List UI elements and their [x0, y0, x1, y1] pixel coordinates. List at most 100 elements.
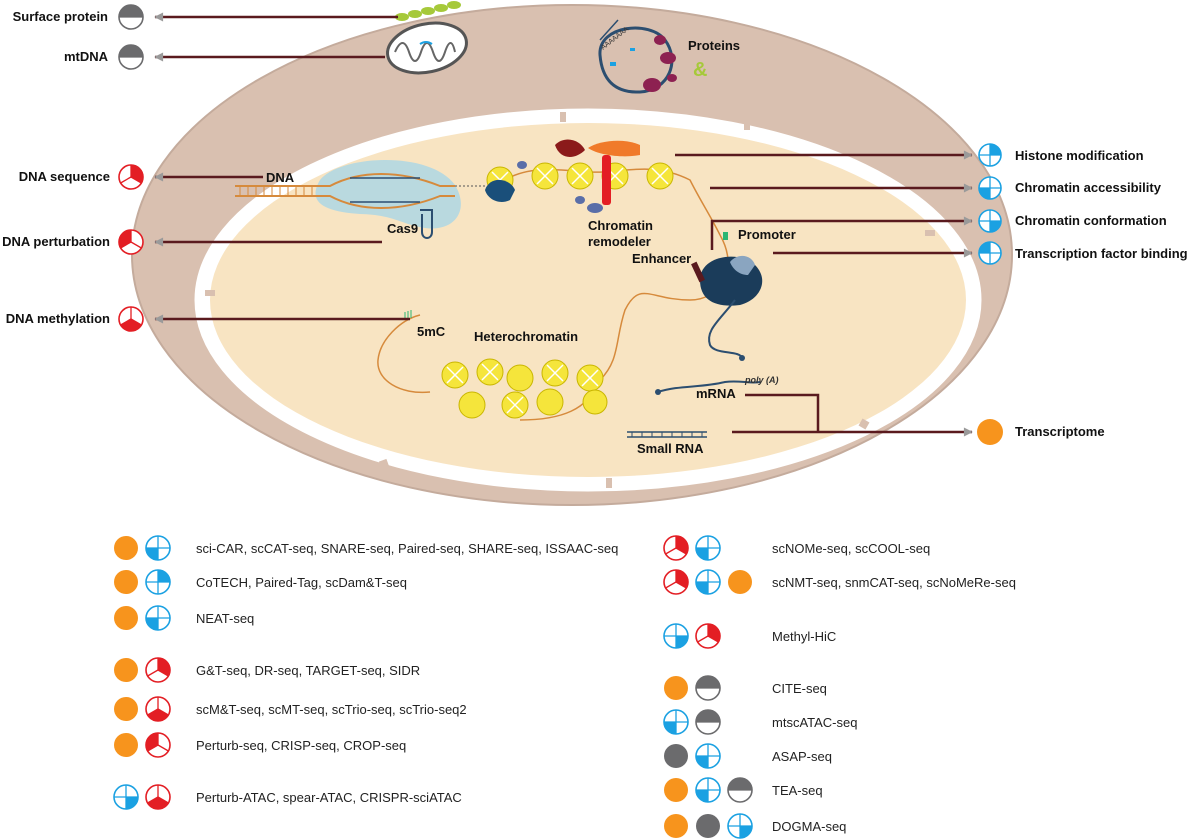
- transcriptome-icon: [728, 570, 752, 594]
- small-rna-label: Small RNA: [637, 441, 704, 456]
- transcriptome-icon: [664, 778, 688, 802]
- legend-right-label: ASAP-seq: [772, 749, 832, 764]
- legend-right-label: scNOMe-seq, scCOOL-seq: [772, 541, 930, 556]
- legend-right-label: scNMT-seq, snmCAT-seq, scNoMeRe-seq: [772, 575, 1016, 590]
- legend-right-row: mtscATAC-seq: [663, 709, 857, 735]
- rna-molecules: [627, 380, 761, 438]
- chromatin-remodeler-label-1: Chromatin: [588, 218, 653, 233]
- dna-perturbation-label: DNA perturbation: [2, 234, 110, 249]
- chromatin-accessibility-label: Chromatin accessibility: [1015, 180, 1162, 195]
- transcriptome-icon: [664, 814, 688, 838]
- dna-perturbation-icon: [145, 732, 171, 758]
- legend-left-label: Perturb-ATAC, spear-ATAC, CRISPR-sciATAC: [196, 790, 462, 805]
- legend-right-row: TEA-seq: [664, 777, 823, 803]
- dna-label: DNA: [266, 170, 295, 185]
- left-labels: Surface protein mtDNA DNA sequence DNA p…: [2, 9, 110, 326]
- surface-protein-label: Surface protein: [13, 9, 108, 24]
- chromatin-conformation-icon: [727, 813, 753, 839]
- legend-right-label: Methyl-HiC: [772, 629, 836, 644]
- transcriptome-icon: [114, 606, 138, 630]
- right-labels: Histone modification Chromatin accessibi…: [1015, 148, 1188, 439]
- legend-left-label: CoTECH, Paired-Tag, scDam&T-seq: [196, 575, 407, 590]
- legend-right-label: mtscATAC-seq: [772, 715, 857, 730]
- legend-right-row: ASAP-seq: [664, 743, 832, 769]
- heterochromatin-nucleosomes: [441, 358, 608, 419]
- legend-left-row: scM&T-seq, scMT-seq, scTrio-seq, scTrio-…: [114, 696, 467, 722]
- dna-sequence-icon: [663, 535, 689, 561]
- chromatin-accessibility-icon: [145, 605, 171, 631]
- legend-left-row: Perturb-seq, CRISP-seq, CROP-seq: [114, 732, 406, 758]
- legend-left-row: sci-CAR, scCAT-seq, SNARE-seq, Paired-se…: [114, 535, 618, 561]
- mtdna-icon: [727, 777, 753, 803]
- transcriptome-icon: [114, 570, 138, 594]
- mtdna-label: mtDNA: [64, 49, 109, 64]
- legend: sci-CAR, scCAT-seq, SNARE-seq, Paired-se…: [113, 535, 1016, 839]
- transcriptome-connector-mrna: [745, 393, 820, 432]
- chromatin-conformation-icon: [978, 209, 1002, 233]
- chromatin-accessibility-icon: [978, 176, 1002, 200]
- transcription-complex: [691, 232, 763, 361]
- chromatin-conformation-label: Chromatin conformation: [1015, 213, 1167, 228]
- enhancer-label: Enhancer: [632, 251, 691, 266]
- legend-right-row: scNOMe-seq, scCOOL-seq: [663, 535, 930, 561]
- five-mc-label: 5mC: [417, 324, 446, 339]
- transcriptome-icon: [977, 419, 1003, 445]
- legend-right-row: scNMT-seq, snmCAT-seq, scNoMeRe-seq: [663, 569, 1016, 595]
- cas9-complex: [235, 160, 485, 239]
- histone-modification-label: Histone modification: [1015, 148, 1144, 163]
- transcriptome-icon: [114, 697, 138, 721]
- chromatin-accessibility-icon: [695, 743, 721, 769]
- dna-sequence-icon: [695, 623, 721, 649]
- legend-right-label: CITE-seq: [772, 681, 827, 696]
- dna-methylation-label: DNA methylation: [6, 311, 110, 326]
- legend-left-label: NEAT-seq: [196, 611, 254, 626]
- connector-lines: [154, 12, 973, 437]
- poly-a-label: poly (A): [744, 375, 779, 385]
- legend-right-row: Methyl-HiC: [663, 623, 836, 649]
- proteins-cluster: [598, 19, 677, 94]
- legend-left-label: G&T-seq, DR-seq, TARGET-seq, SIDR: [196, 663, 420, 678]
- chromatin-conformation-connector: [710, 216, 973, 250]
- tf-binding-label: Transcription factor binding: [1015, 246, 1188, 261]
- legend-right-label: TEA-seq: [772, 783, 823, 798]
- cas9-label: Cas9: [387, 221, 418, 236]
- dna-sequence-icon: [118, 164, 144, 190]
- label-icons: [118, 4, 1003, 445]
- dna-methylation-icon: [145, 696, 171, 722]
- heterochromatin-label: Heterochromatin: [474, 329, 578, 344]
- legend-left-label: Perturb-seq, CRISP-seq, CROP-seq: [196, 738, 406, 753]
- legend-right-label: DOGMA-seq: [772, 819, 846, 834]
- histone-modification-icon: [145, 569, 171, 595]
- dna-sequence-icon: [663, 569, 689, 595]
- chromatin-accessibility-icon: [695, 569, 721, 595]
- cell: [131, 4, 1013, 506]
- legend-right-row: CITE-seq: [664, 675, 827, 701]
- mitochondrion: [386, 21, 468, 75]
- dna-methylation-icon: [145, 784, 171, 810]
- dna-perturbation-icon: [118, 229, 144, 255]
- chromatin-accessibility-icon: [695, 777, 721, 803]
- legend-left-row: CoTECH, Paired-Tag, scDam&T-seq: [114, 569, 407, 595]
- legend-right-row: DOGMA-seq: [664, 813, 846, 839]
- mrna-label: mRNA: [696, 386, 736, 401]
- surface-proteins: [395, 1, 461, 21]
- surface-protein-icon: [118, 4, 144, 30]
- transcriptome-icon: [114, 536, 138, 560]
- legend-left-label: sci-CAR, scCAT-seq, SNARE-seq, Paired-se…: [196, 541, 618, 556]
- chromatin-conformation-icon: [113, 784, 139, 810]
- tf-binding-icon: [978, 241, 1002, 265]
- full-gray-icon: [664, 744, 688, 768]
- legend-left-label: scM&T-seq, scMT-seq, scTrio-seq, scTrio-…: [196, 702, 467, 717]
- promoter-label: Promoter: [738, 227, 796, 242]
- nucleosomes-top: [485, 139, 674, 213]
- transcriptome-label: Transcriptome: [1015, 424, 1105, 439]
- mtdna-icon: [695, 709, 721, 735]
- chromatin-remodeler-label-2: remodeler: [588, 234, 651, 249]
- legend-left-row: Perturb-ATAC, spear-ATAC, CRISPR-sciATAC: [113, 784, 462, 810]
- proteins-label: Proteins: [688, 38, 740, 53]
- histone-modification-icon: [978, 143, 1002, 167]
- transcriptome-icon: [114, 658, 138, 682]
- dna-sequence-label: DNA sequence: [19, 169, 110, 184]
- transcriptome-icon: [664, 676, 688, 700]
